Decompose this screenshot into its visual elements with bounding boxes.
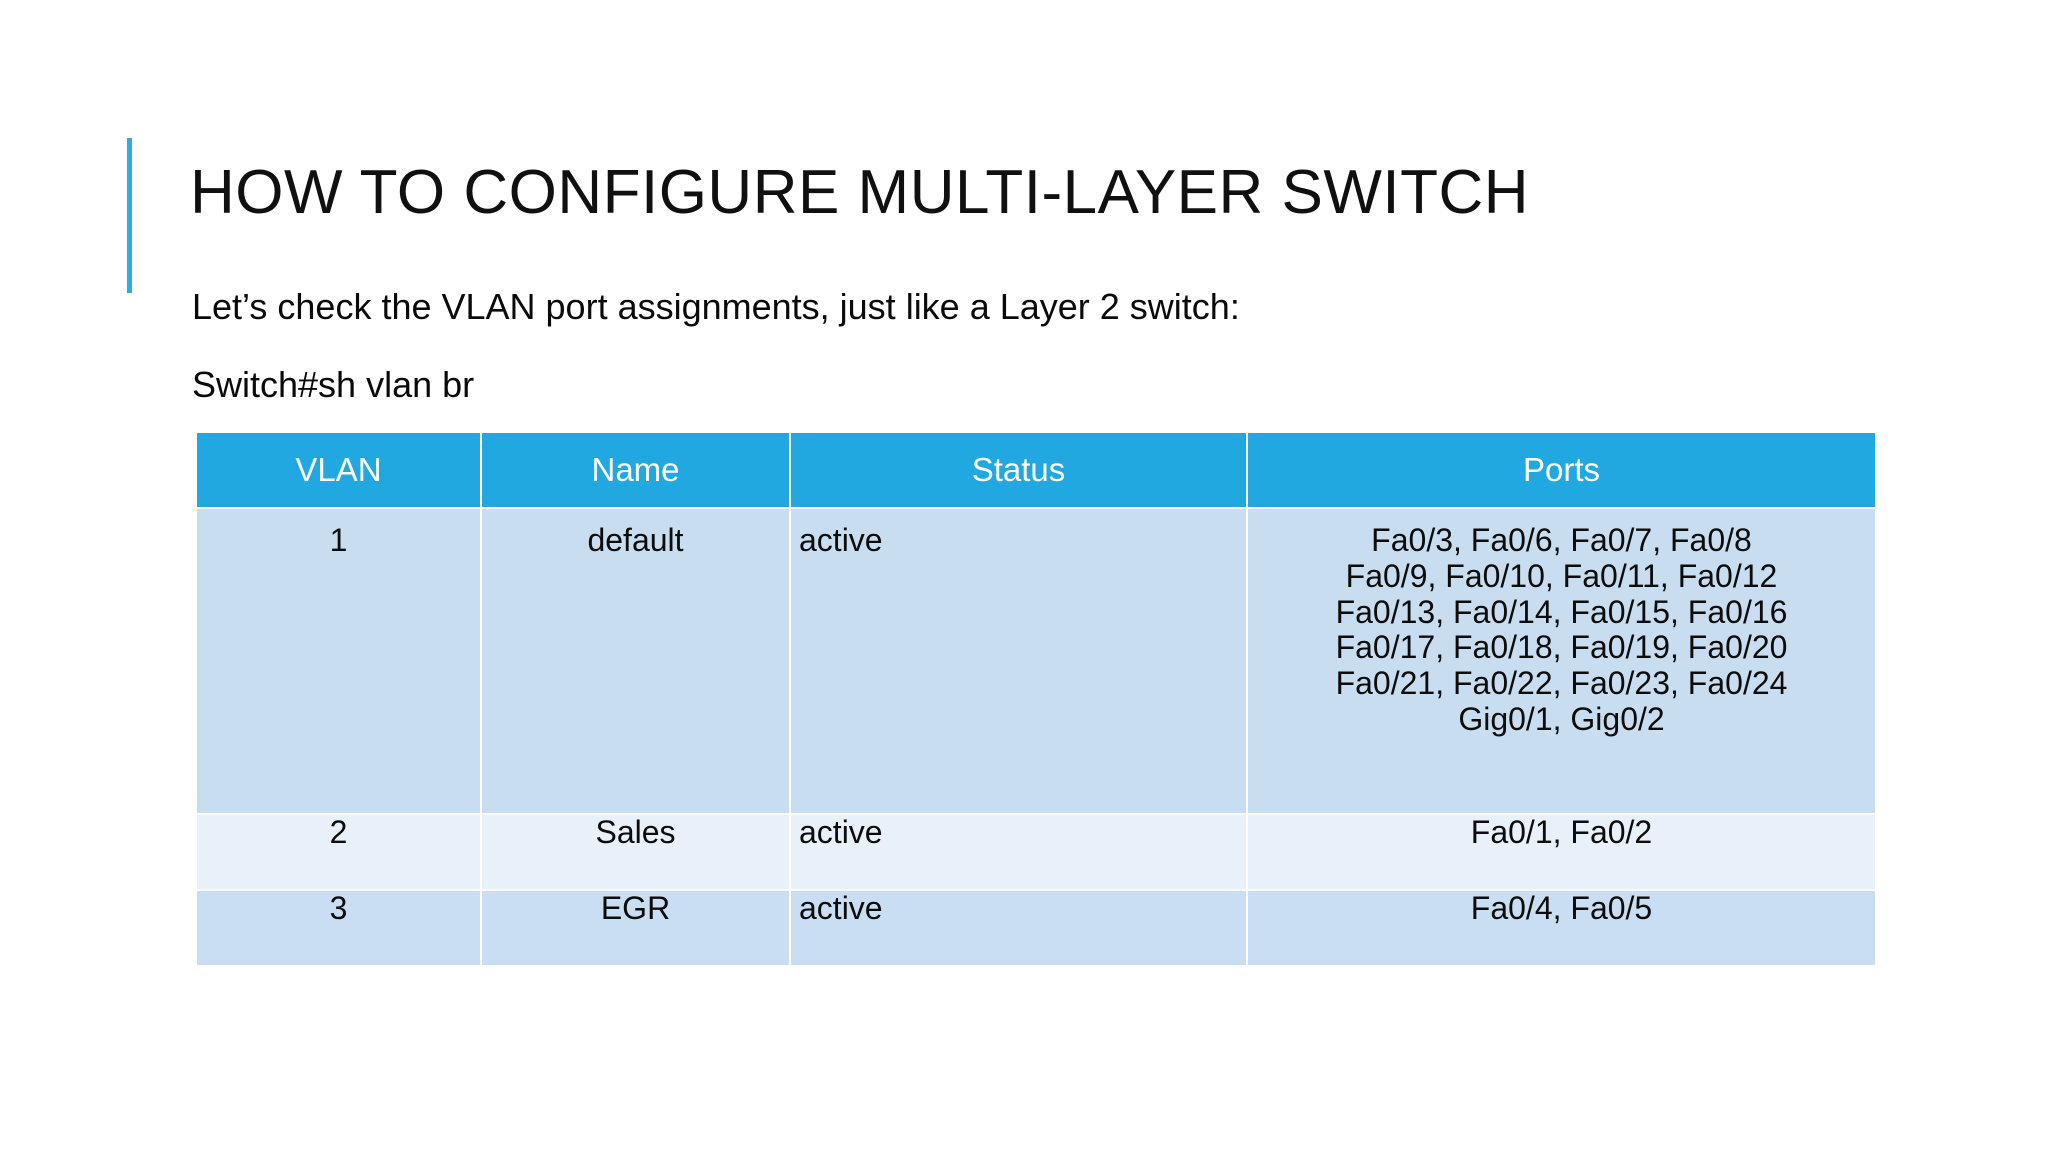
cell-ports: Fa0/4, Fa0/5 [1248, 890, 1875, 965]
ports-line: Fa0/13, Fa0/14, Fa0/15, Fa0/16 [1335, 593, 1788, 630]
cell-status: active [791, 814, 1246, 889]
table-row: 3 EGR active Fa0/4, Fa0/5 [197, 890, 1875, 965]
cell-vlan: 3 [197, 890, 480, 965]
cell-name: EGR [482, 890, 789, 965]
cell-status: active [791, 890, 1246, 965]
table-body: 1 default active Fa0/3, Fa0/6, Fa0/7, Fa… [197, 509, 1875, 965]
title-accent-bar [127, 138, 132, 293]
cli-command-text: Switch#sh vlan br [192, 364, 475, 405]
vlan-table: VLAN Name Status Ports 1 default active … [195, 431, 1877, 967]
table-header-row: VLAN Name Status Ports [197, 433, 1875, 507]
table-header: VLAN Name Status Ports [197, 433, 1875, 507]
ports-line: Fa0/9, Fa0/10, Fa0/11, Fa0/12 [1345, 557, 1778, 594]
page-title: How to Configure Multi-Layer Switch [190, 158, 1530, 227]
column-header-name[interactable]: Name [482, 433, 789, 507]
cell-name: default [482, 509, 789, 813]
subtitle-text: Let’s check the VLAN port assignments, j… [192, 286, 1240, 327]
cell-vlan: 2 [197, 814, 480, 889]
table-row: 2 Sales active Fa0/1, Fa0/2 [197, 814, 1875, 889]
column-header-vlan[interactable]: VLAN [197, 433, 480, 507]
table-row: 1 default active Fa0/3, Fa0/6, Fa0/7, Fa… [197, 509, 1875, 813]
ports-line: Gig0/1, Gig0/2 [1458, 701, 1665, 738]
ports-list: Fa0/4, Fa0/5 [1256, 890, 1867, 927]
column-header-ports[interactable]: Ports [1248, 433, 1875, 507]
cell-vlan: 1 [197, 509, 480, 813]
ports-line: Fa0/1, Fa0/2 [1470, 814, 1653, 850]
vlan-table-container: VLAN Name Status Ports 1 default active … [195, 431, 1875, 967]
ports-line: Fa0/3, Fa0/6, Fa0/7, Fa0/8 [1371, 522, 1752, 558]
ports-list: Fa0/1, Fa0/2 [1256, 814, 1867, 851]
ports-line: Fa0/21, Fa0/22, Fa0/23, Fa0/24 [1335, 665, 1788, 702]
cell-status: active [791, 509, 1246, 813]
ports-line: Fa0/4, Fa0/5 [1470, 890, 1653, 926]
cell-ports: Fa0/1, Fa0/2 [1248, 814, 1875, 889]
ports-line: Fa0/17, Fa0/18, Fa0/19, Fa0/20 [1335, 629, 1788, 666]
column-header-status[interactable]: Status [791, 433, 1246, 507]
cell-name: Sales [482, 814, 789, 889]
